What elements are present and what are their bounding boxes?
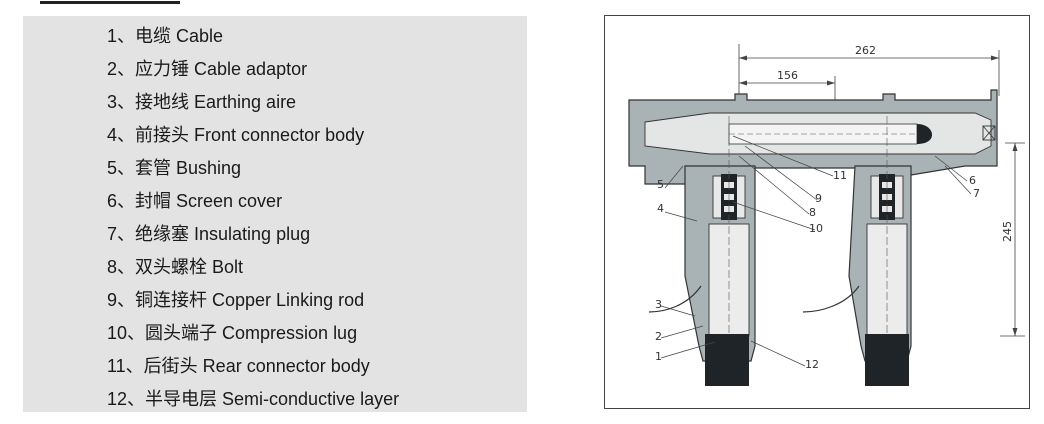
technical-drawing-svg: 262 156 245 xyxy=(628,44,1025,386)
legend-item-12: 12、半导电层 Semi-conductive layer xyxy=(107,389,400,409)
legend-item-5: 5、套管 Bushing xyxy=(107,158,242,178)
cropped-heading-fragment xyxy=(40,0,340,6)
part-number-10: 10 xyxy=(809,222,823,235)
rear-connector-leg xyxy=(802,116,912,386)
part-number-1: 1 xyxy=(655,350,662,363)
legend-item-3: 3、接地线 Earthing aire xyxy=(107,92,297,112)
dim-262: 262 xyxy=(855,44,876,57)
legend-item-1: 1、电缆 Cable xyxy=(107,26,224,46)
part-number-9: 9 xyxy=(815,192,822,205)
part-number-4: 4 xyxy=(657,202,664,215)
legend-item-6: 6、封帽 Screen cover xyxy=(107,191,283,211)
legend-item-7: 7、绝缘塞 Insulating plug xyxy=(107,224,311,244)
part-number-11: 11 xyxy=(833,169,847,182)
dimension-arrows xyxy=(739,55,1018,336)
dim-245: 245 xyxy=(1001,221,1014,242)
part-number-5: 5 xyxy=(657,178,664,191)
part-number-8: 8 xyxy=(809,206,816,219)
dim-156: 156 xyxy=(777,69,798,82)
parts-legend-panel: 1、电缆 Cable 2、应力锤 Cable adaptor 3、接地线 Ear… xyxy=(23,16,527,412)
part-number-12: 12 xyxy=(805,358,819,371)
part-number-3: 3 xyxy=(655,298,662,311)
part-number-6: 6 xyxy=(969,174,976,187)
connector-cross-section-drawing: 262 156 245 xyxy=(604,15,1030,409)
legend-item-2: 2、应力锤 Cable adaptor xyxy=(107,59,308,79)
leader-lines xyxy=(660,135,972,367)
connector-body xyxy=(628,89,998,185)
front-connector-leg xyxy=(648,116,756,386)
legend-item-8: 8、双头螺栓 Bolt xyxy=(107,257,244,277)
part-number-2: 2 xyxy=(655,330,662,343)
legend-item-10: 10、圆头端子 Compression lug xyxy=(107,323,358,343)
legend-item-4: 4、前接头 Front connector body xyxy=(107,125,365,145)
part-number-7: 7 xyxy=(973,187,980,200)
legend-item-11: 11、后街头 Rear connector body xyxy=(107,356,370,376)
legend-item-9: 9、铜连接杆 Copper Linking rod xyxy=(107,290,365,310)
